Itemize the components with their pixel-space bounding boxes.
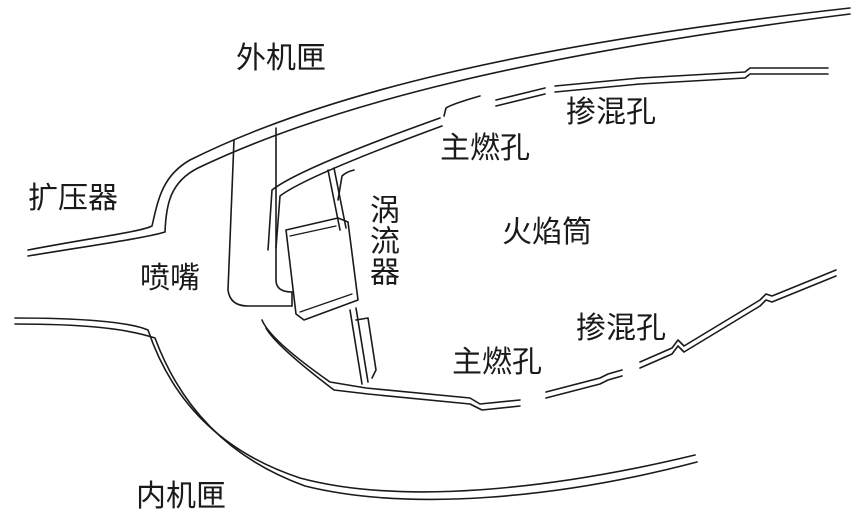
swirler-label: 涡流器 [364, 194, 399, 287]
liner-label: 火焰筒 [502, 215, 592, 250]
fuel-nozzle [227, 127, 293, 307]
inner-casing-label: 内机匣 [136, 479, 226, 514]
diffuser-label: 扩压器 [28, 181, 118, 216]
primary-holes-lower-label: 主燃孔 [452, 345, 542, 380]
dilution-holes-lower-label: 掺混孔 [576, 311, 666, 346]
dilution-holes-upper-label: 掺混孔 [566, 95, 656, 130]
nozzle-label: 喷嘴 [140, 261, 200, 296]
primary-holes-upper-label: 主燃孔 [440, 131, 530, 166]
liner-upper-wall [267, 67, 829, 251]
swirler-body [285, 217, 359, 321]
outer-casing-wall [27, 7, 851, 257]
inner-casing-wall [14, 317, 698, 501]
liner-lower-wall [261, 269, 837, 411]
outer-casing-label: 外机匣 [236, 41, 326, 76]
